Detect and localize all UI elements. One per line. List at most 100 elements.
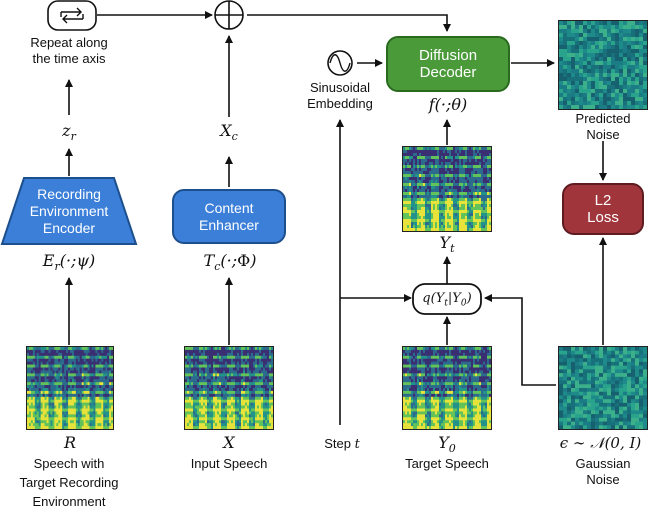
spectrogram-cell: [449, 382, 452, 386]
spectrogram-cell: [75, 411, 79, 415]
spectrogram-cell: [261, 399, 264, 403]
spectrogram-cell: [207, 355, 210, 360]
spectrogram-cell: [435, 207, 438, 211]
spectrogram-cell: [417, 171, 420, 175]
spectrogram-cell: [409, 390, 412, 395]
spectrogram-cell: [44, 373, 47, 377]
spectrogram-cell: [95, 417, 98, 421]
noise-cell: [607, 105, 612, 110]
spectrogram-cell: [46, 402, 49, 406]
spectrogram-cell: [56, 388, 59, 392]
spectrogram-cell: [50, 408, 53, 412]
spectrogram-cell: [36, 364, 40, 368]
spectrogram-cell: [427, 195, 430, 199]
spectrogram-cell: [483, 201, 486, 205]
spectrogram-cell: [50, 414, 53, 418]
spectrogram-cell: [101, 347, 104, 351]
spectrogram-cell: [465, 189, 468, 193]
spectrogram-cell: [453, 195, 456, 199]
spectrogram-cell: [457, 180, 460, 184]
spectrogram-cell: [56, 382, 59, 386]
spectrogram-cell: [257, 396, 260, 401]
spectrogram-cell: [425, 402, 428, 406]
spectrogram-cell: [439, 388, 442, 392]
spectrogram-cell: [91, 370, 94, 374]
spectrogram-cell: [77, 390, 81, 395]
spectrogram-cell: [271, 399, 274, 403]
spectrogram-cell: [427, 352, 430, 357]
spectrogram-cell: [105, 358, 108, 362]
spectrogram-cell: [97, 420, 100, 424]
spectrogram-cell: [461, 228, 464, 232]
spectrogram-cell: [227, 420, 230, 424]
noise-cell: [599, 25, 604, 30]
spectrogram-cell: [489, 162, 492, 166]
spectrogram-cell: [415, 390, 418, 395]
spectrogram-cell: [467, 219, 470, 223]
spectrogram-cell: [455, 159, 458, 163]
noise-cell: [619, 29, 624, 34]
spectrogram-cell: [101, 408, 104, 412]
spectrogram-cell: [111, 355, 114, 360]
spectrogram-cell: [435, 423, 438, 427]
spectrogram-cell: [207, 361, 210, 365]
spectrogram-cell: [445, 195, 448, 199]
spectrogram-cell: [215, 347, 218, 351]
spectrogram-cell: [93, 402, 96, 406]
spectrogram-cell: [465, 225, 468, 229]
spectrogram-cell: [431, 168, 434, 172]
spectrogram-cell: [83, 405, 86, 409]
spectrogram-cell: [429, 168, 432, 172]
spectrogram-cell: [95, 349, 98, 354]
spectrogram-cell: [205, 390, 208, 395]
noise-cell: [615, 25, 620, 30]
spectrogram-cell: [435, 393, 438, 398]
spectrogram-cell: [83, 408, 86, 412]
spectrogram-cell: [247, 379, 250, 383]
spectrogram-cell: [423, 352, 426, 357]
spectrogram-cell: [50, 393, 53, 398]
spectrogram-cell: [81, 411, 84, 415]
spectrogram-cell: [89, 405, 92, 409]
spectrogram-cell: [457, 147, 460, 151]
spectrogram-cell: [421, 180, 424, 184]
spectrogram-cell: [411, 405, 414, 409]
spectrogram-cell: [269, 355, 272, 360]
spectrogram-cell: [38, 399, 41, 403]
spectrogram-cell: [219, 414, 222, 418]
spectrogram-cell: [191, 382, 194, 386]
spectrogram-cell: [191, 423, 194, 427]
spectrogram-cell: [91, 408, 94, 412]
spectrogram-cell: [48, 414, 51, 418]
spectrogram-cell: [201, 364, 204, 368]
spectrogram-cell: [185, 349, 188, 354]
spectrogram-cell: [465, 222, 468, 226]
spectrogram-cell: [91, 358, 94, 362]
spectrogram-cell: [81, 420, 84, 424]
spectrogram-cell: [447, 367, 450, 371]
spectrogram-cell: [467, 207, 470, 211]
spectrogram-cell: [433, 367, 436, 371]
spectrogram-cell: [251, 355, 254, 360]
spectrogram-cell: [229, 352, 232, 357]
spectrogram-cell: [233, 405, 236, 409]
spectrogram-cell: [85, 367, 88, 371]
spectrogram-cell: [28, 420, 32, 424]
spectrogram-cell: [455, 420, 458, 424]
spectrogram-cell: [421, 150, 424, 154]
spectrogram-cell: [409, 222, 412, 226]
spectrogram-cell: [445, 349, 448, 354]
spectrogram-cell: [83, 379, 86, 383]
spectrogram-cell: [403, 373, 406, 377]
spectrogram-cell: [417, 352, 420, 357]
spectrogram-cell: [87, 426, 90, 430]
spectrogram-cell: [433, 192, 436, 196]
noise-cell: [587, 97, 592, 102]
spectrogram-cell: [62, 411, 65, 415]
spectrogram-cell: [191, 355, 194, 360]
spectrogram-cell: [427, 201, 430, 205]
spectrogram-cell: [103, 358, 106, 362]
spectrogram-cell: [223, 358, 226, 362]
spectrogram-cell: [471, 204, 474, 208]
spectrogram-cell: [411, 402, 414, 406]
